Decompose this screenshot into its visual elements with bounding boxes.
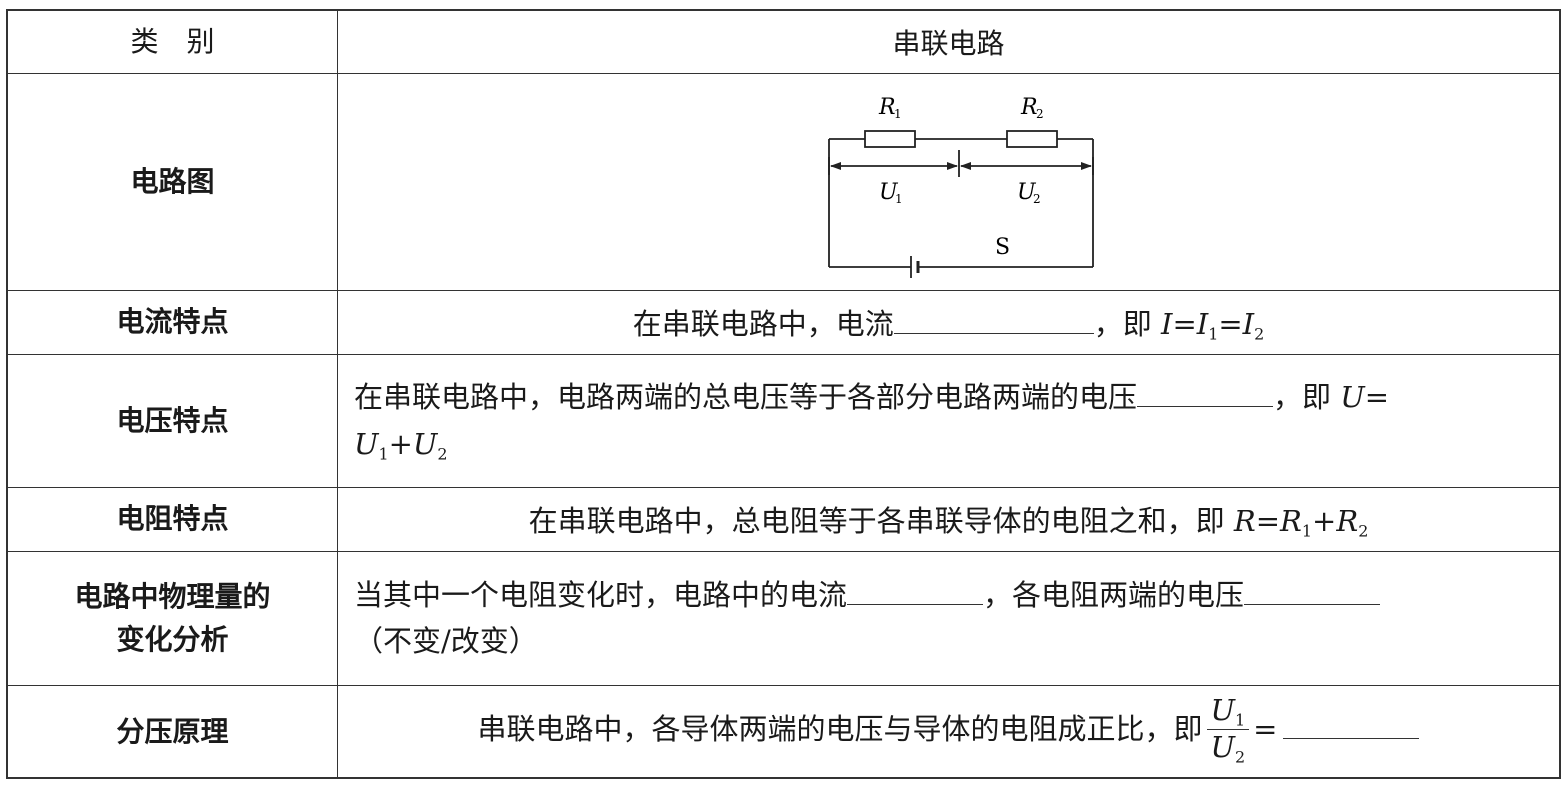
r2-subscript: 2 — [1036, 107, 1044, 121]
formula-sub: 2 — [1254, 324, 1265, 344]
u1-arrowhead-left — [829, 161, 841, 170]
u2-arrowhead-left — [959, 161, 971, 170]
u1-arrowhead-right — [946, 161, 958, 170]
r1-label: R — [878, 95, 896, 120]
formula-var: R — [1233, 503, 1256, 538]
answer-blank[interactable] — [847, 573, 984, 605]
u1-subscript: 1 — [895, 192, 903, 206]
row-options: （不变/改变） — [354, 624, 538, 658]
formula-var: U — [1210, 730, 1235, 765]
fraction-numerator: U1 — [1206, 693, 1250, 731]
content-cell: 在串联电路中，总电阻等于各串联导体的电阻之和，即 R=R1+R2 — [337, 486, 1561, 552]
row-voltage: 电压特点 在串联电路中，电路两端的总电压等于各部分电路两端的电压，即 U= U1… — [6, 353, 1561, 488]
series-circuit-diagram: R 1 R 2 U 1 U 2 S — [827, 95, 1094, 278]
formula-sub: 2 — [1358, 521, 1369, 541]
header-category-cell: 类 别 — [6, 9, 338, 74]
row-circuit-diagram: 电路图 — [6, 72, 1561, 291]
formula-sub: 2 — [1235, 748, 1246, 768]
header-title: 串联电路 — [892, 26, 1005, 60]
u2-label: U — [1017, 180, 1037, 205]
formula-sub: 1 — [378, 444, 389, 464]
row-label-line1: 电路中物理量的 — [74, 579, 271, 613]
label-cell: 电路图 — [6, 72, 338, 291]
u1-label: U — [879, 180, 899, 205]
row-label-line2: 变化分析 — [116, 623, 229, 656]
label-cell: 电流特点 — [6, 289, 338, 355]
row-text: 在串联电路中，电路两端的总电压等于各部分电路两端的电压 — [354, 380, 1138, 415]
physics-table: 类 别 串联电路 电路图 — [6, 9, 1561, 779]
row-suffix: ，即 — [1093, 306, 1152, 341]
row-text: 当其中一个电阻变化时，电路中的电流 — [354, 577, 848, 612]
series-circuit-table: 类 别 串联电路 电路图 — [6, 9, 1561, 779]
content-cell: 在串联电路中，电路两端的总电压等于各部分电路两端的电压，即 U= U1+U2 — [337, 353, 1561, 488]
row-text: 在串联电路中，总电阻等于各串联导体的电阻之和，即 — [528, 503, 1225, 538]
row-suffix: ，即 — [1273, 380, 1332, 415]
fraction-denominator: U2 — [1207, 730, 1250, 767]
header-row: 类 别 串联电路 — [6, 9, 1561, 74]
formula-sub: 1 — [1301, 521, 1313, 541]
content-cell: 在串联电路中，电流，即 I=I1=I2 — [337, 289, 1561, 355]
formula-var: U — [354, 426, 379, 461]
formula-sub: 1 — [1208, 324, 1219, 344]
row-label: 电压特点 — [116, 403, 229, 437]
label-cell: 电压特点 — [6, 353, 338, 488]
resistor-r1 — [863, 129, 916, 148]
row-label: 电路图 — [130, 164, 215, 198]
header-title-cell: 串联电路 — [337, 9, 1561, 74]
formula-var: R — [1336, 503, 1359, 538]
row-text-2: ，各电阻两端的电压 — [983, 577, 1245, 612]
formula-var: U — [1340, 380, 1365, 415]
row-resistance: 电阻特点 在串联电路中，总电阻等于各串联导体的电阻之和，即 R=R1+R2 — [6, 486, 1561, 552]
formula-var: I — [1196, 306, 1209, 341]
row-text: 在串联电路中，电流 — [632, 306, 894, 341]
u2-arrowhead-right — [1080, 161, 1092, 170]
formula-sub: 2 — [437, 444, 448, 464]
label-cell: 电阻特点 — [6, 486, 338, 552]
content-cell: 当其中一个电阻变化时，电路中的电流 ，各电阻两端的电压 （不变/改变） — [337, 550, 1561, 686]
formula-var: R — [1280, 503, 1302, 538]
answer-blank[interactable] — [1283, 708, 1420, 740]
r1-subscript: 1 — [894, 107, 902, 121]
switch-label: S — [995, 235, 1010, 260]
resistor-r2 — [1005, 129, 1058, 148]
label-cell: 电路中物理量的 变化分析 — [6, 550, 338, 686]
formula-var: U — [1210, 693, 1235, 728]
answer-blank[interactable] — [1244, 573, 1381, 605]
formula-sub: 1 — [1235, 710, 1246, 730]
r2-label: R — [1020, 95, 1038, 120]
header-category: 类 别 — [130, 25, 215, 59]
u2-subscript: 2 — [1033, 192, 1041, 206]
formula-var: I — [1242, 306, 1255, 341]
formula-var: I — [1160, 306, 1173, 341]
answer-blank[interactable] — [893, 302, 1094, 334]
row-label: 分压原理 — [116, 714, 229, 748]
diagram-cell: R 1 R 2 U 1 U 2 S — [337, 72, 1561, 291]
row-current: 电流特点 在串联电路中，电流，即 I=I1=I2 — [6, 289, 1561, 355]
row-text: 串联电路中，各导体两端的电压与导体的电阻成正比，即 — [477, 712, 1203, 747]
row-change-analysis: 电路中物理量的 变化分析 当其中一个电阻变化时，电路中的电流 ，各电阻两端的电压 … — [6, 550, 1561, 686]
row-label: 电阻特点 — [116, 502, 229, 536]
formula-var: U — [412, 426, 438, 461]
label-cell: 分压原理 — [6, 684, 338, 779]
answer-blank[interactable] — [1137, 376, 1274, 408]
row-label: 电流特点 — [116, 305, 229, 339]
